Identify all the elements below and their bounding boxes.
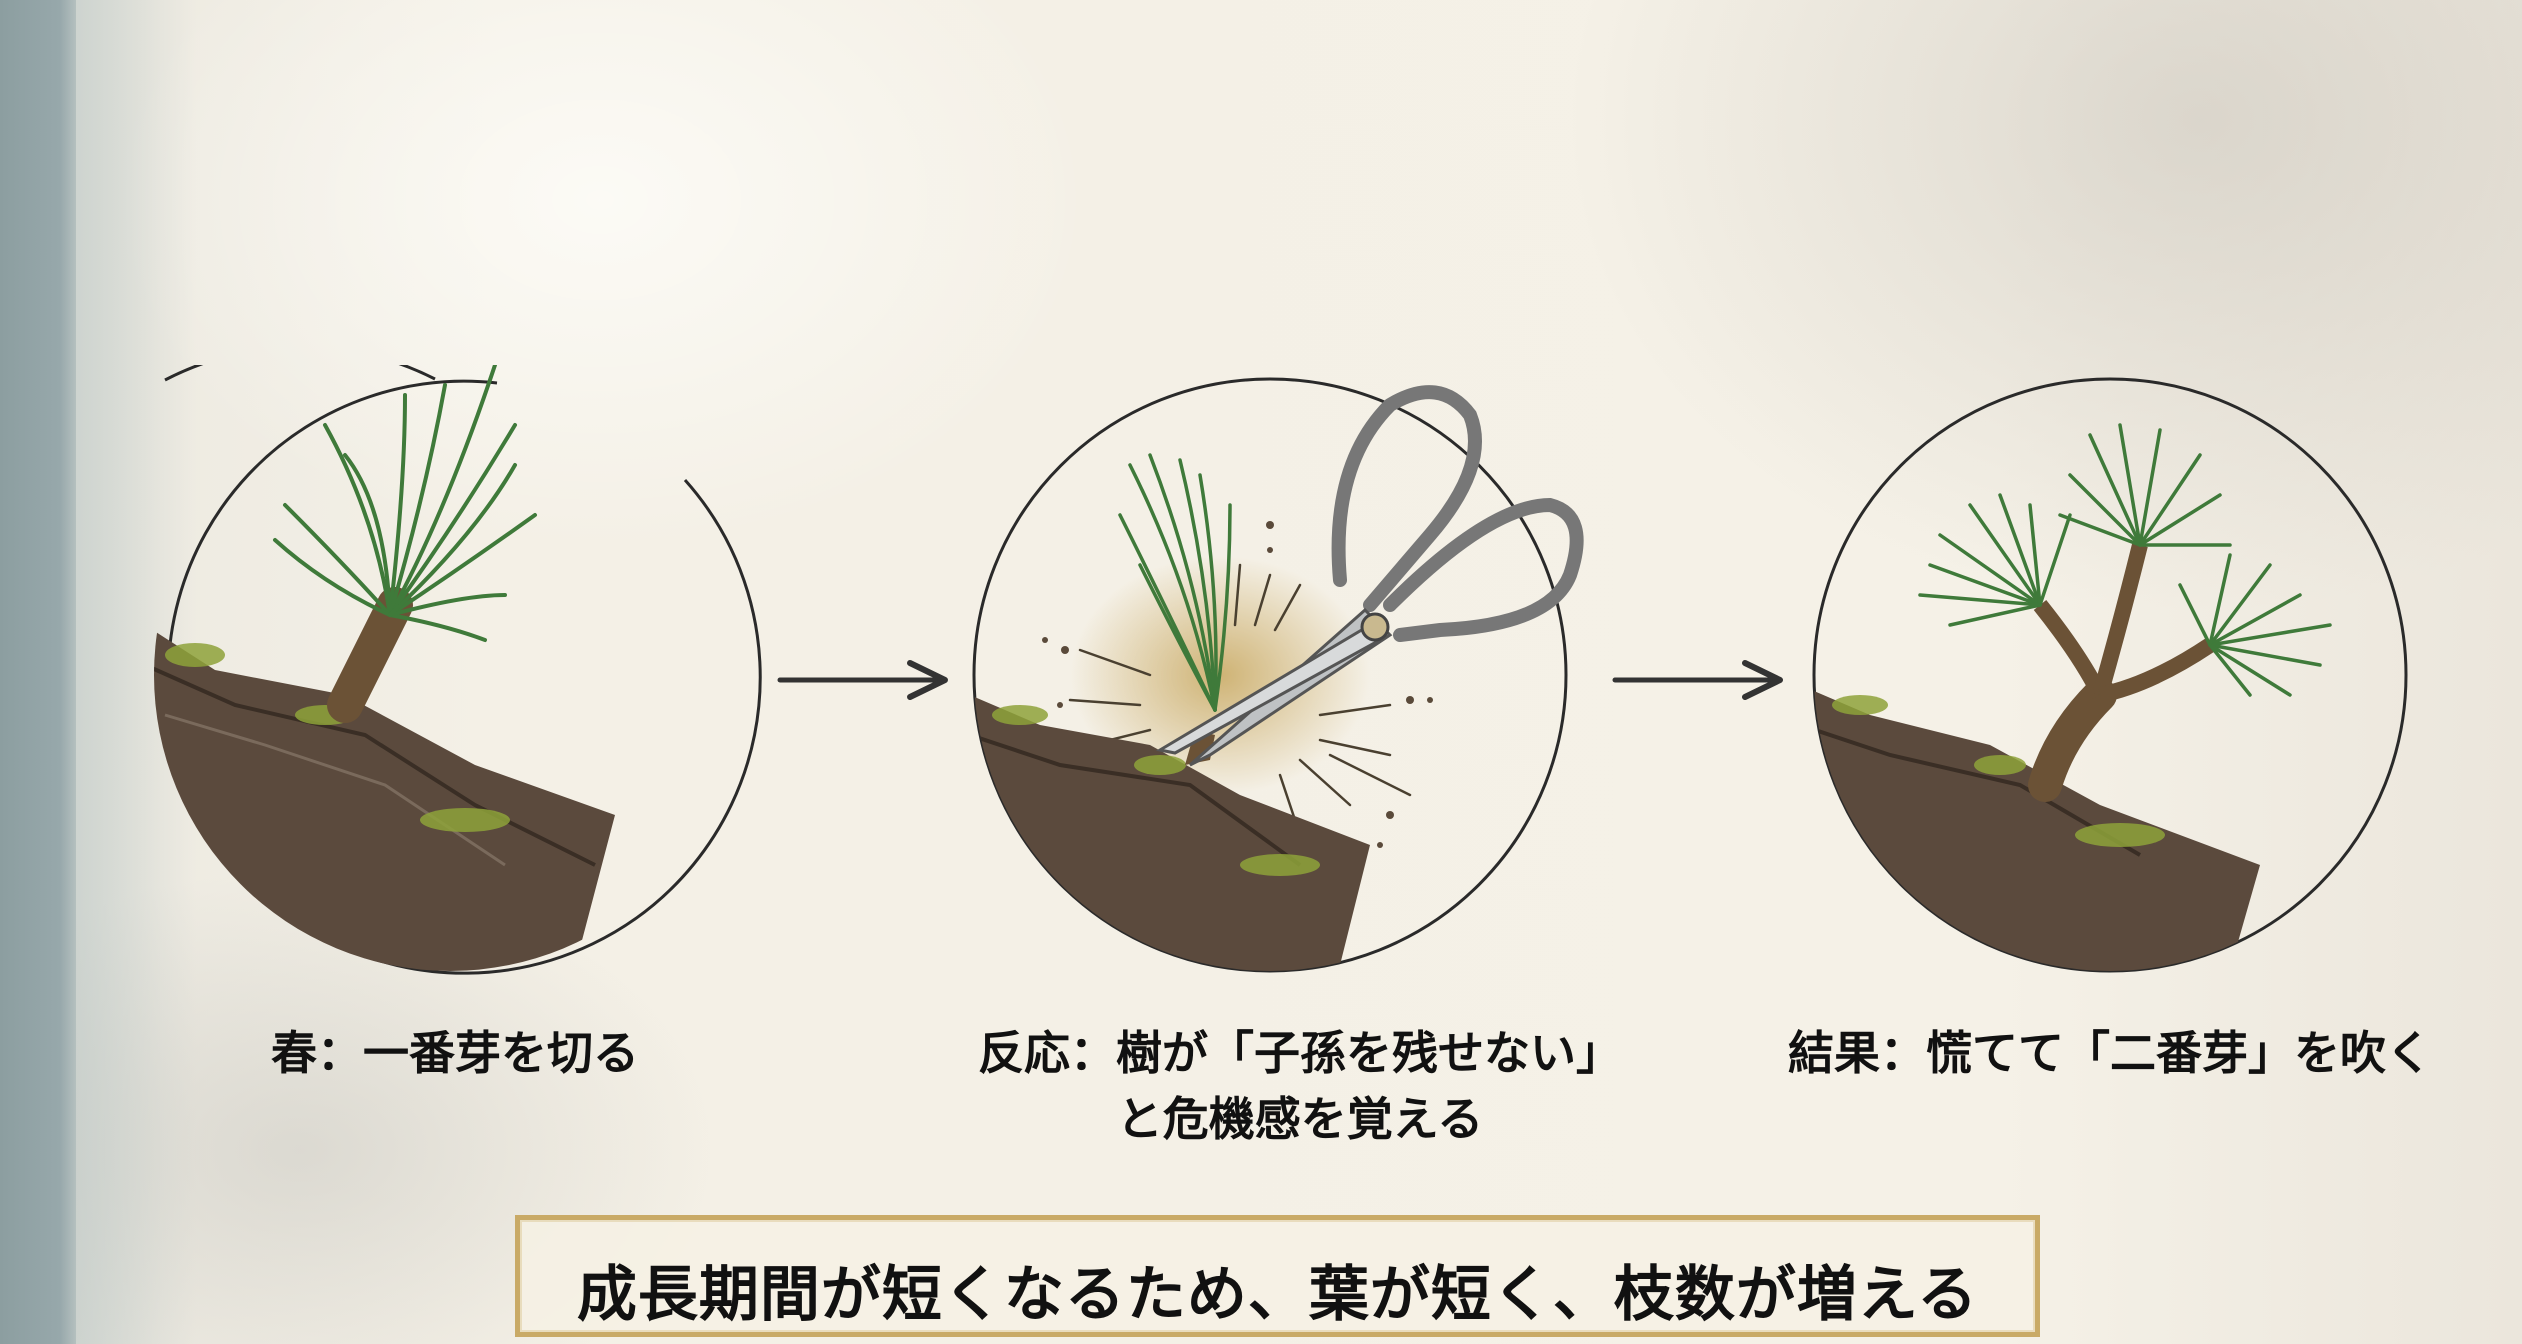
step-2-caption-line2: と危機感を覚える [1116, 1092, 1484, 1146]
step-1-caption: 春：一番芽を切る [155, 1020, 755, 1086]
step-3-illustration [1800, 365, 2420, 985]
step-3-caption-line1: 結果：慌てて「二番芽」を吹く [1788, 1026, 2432, 1080]
step-2-caption: 反応：樹が「子孫を残せない」 と危機感を覚える [900, 1020, 1700, 1152]
pine-shoot-on-branch-icon [154, 365, 762, 975]
step-2-caption-line1: 反応：樹が「子孫を残せない」 [978, 1026, 1622, 1080]
arrow-right-icon [777, 660, 948, 700]
step-1-illustration [145, 365, 765, 985]
step-3-caption: 結果：慌てて「二番芽」を吹く [1760, 1020, 2460, 1086]
left-edge-strip [0, 0, 76, 1344]
arrow-right-icon [1612, 660, 1783, 700]
scissors-cutting-shoot-icon [972, 377, 1584, 973]
multiple-pine-shoots-icon [1812, 377, 2408, 973]
summary-banner: 成長期間が短くなるため、葉が短く、枝数が増える [515, 1215, 2040, 1337]
summary-banner-text: 成長期間が短くなるため、葉が短く、枝数が増える [576, 1260, 1979, 1330]
step-2-illustration [970, 365, 1590, 985]
step-1-caption-line1: 春：一番芽を切る [271, 1026, 639, 1080]
